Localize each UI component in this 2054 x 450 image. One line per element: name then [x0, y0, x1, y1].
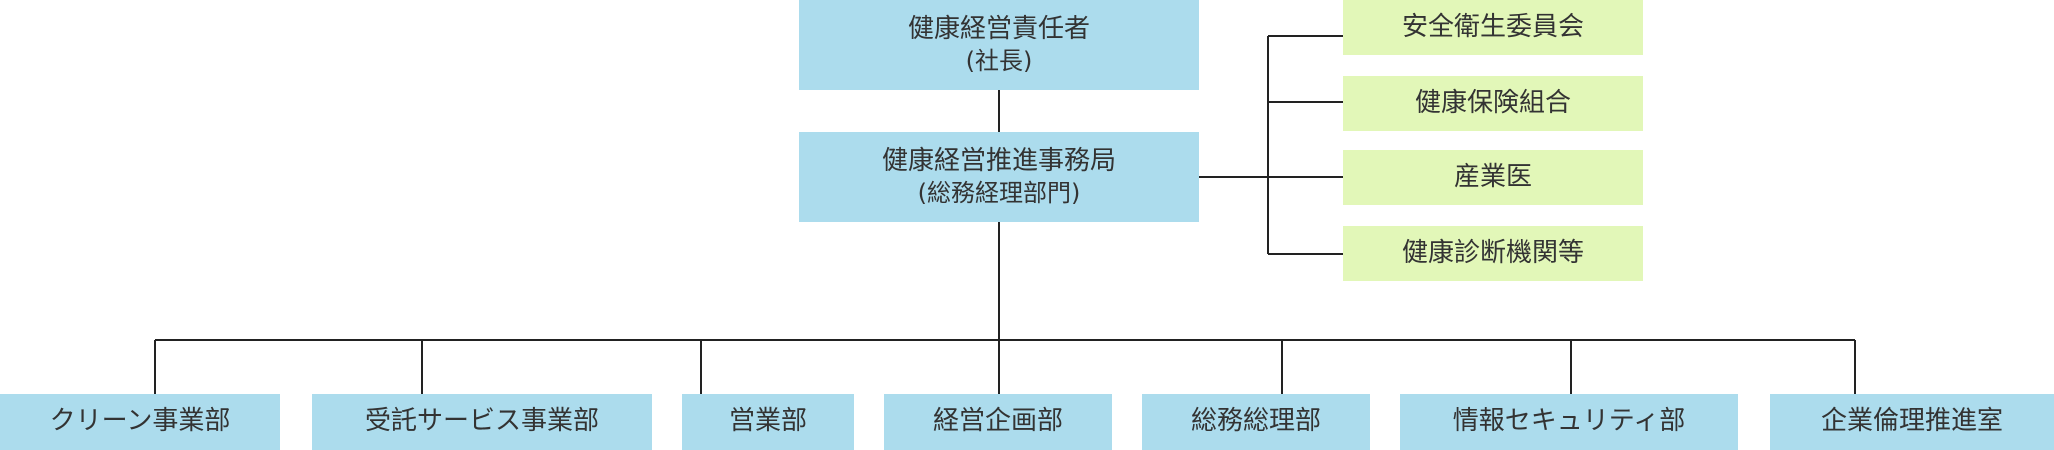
- ceo-title: 健康経営責任者: [907, 13, 1090, 44]
- side-node-safety-committee: 安全衛生委員会: [1343, 0, 1643, 55]
- dept-label: 営業部: [728, 406, 807, 437]
- side-node-health-insurance: 健康保険組合: [1343, 76, 1643, 131]
- dept-box-contract-service: 受託サービス事業部: [312, 394, 652, 450]
- dept-label: 情報セキュリティ部: [1452, 406, 1686, 437]
- dept-box-clean: クリーン事業部: [0, 394, 280, 450]
- dept-box-general-affairs: 総務総理部: [1142, 394, 1370, 450]
- office-subtitle: (総務経理部門): [917, 179, 1081, 208]
- dept-box-ethics: 企業倫理推進室: [1770, 394, 2054, 450]
- office-box: 健康経営推進事務局 (総務経理部門): [799, 132, 1199, 222]
- side-node-label: 産業医: [1453, 161, 1532, 192]
- dept-box-corporate-planning: 経営企画部: [884, 394, 1112, 450]
- side-node-label: 健康診断機関等: [1401, 237, 1584, 268]
- side-node-label: 健康保険組合: [1414, 87, 1571, 118]
- dept-box-info-security: 情報セキュリティ部: [1400, 394, 1738, 450]
- side-node-label: 安全衛生委員会: [1401, 11, 1584, 42]
- ceo-subtitle: (社長): [965, 47, 1033, 76]
- dept-label: 企業倫理推進室: [1820, 406, 2003, 437]
- side-node-industrial-physician: 産業医: [1343, 150, 1643, 205]
- dept-label: クリーン事業部: [49, 406, 231, 437]
- dept-label: 受託サービス事業部: [364, 406, 599, 437]
- dept-label: 総務総理部: [1190, 406, 1321, 437]
- ceo-box: 健康経営責任者 (社長): [799, 0, 1199, 90]
- office-title: 健康経営推進事務局: [881, 145, 1116, 176]
- side-node-health-checkup: 健康診断機関等: [1343, 226, 1643, 281]
- dept-label: 経営企画部: [932, 406, 1063, 437]
- dept-box-sales: 営業部: [682, 394, 854, 450]
